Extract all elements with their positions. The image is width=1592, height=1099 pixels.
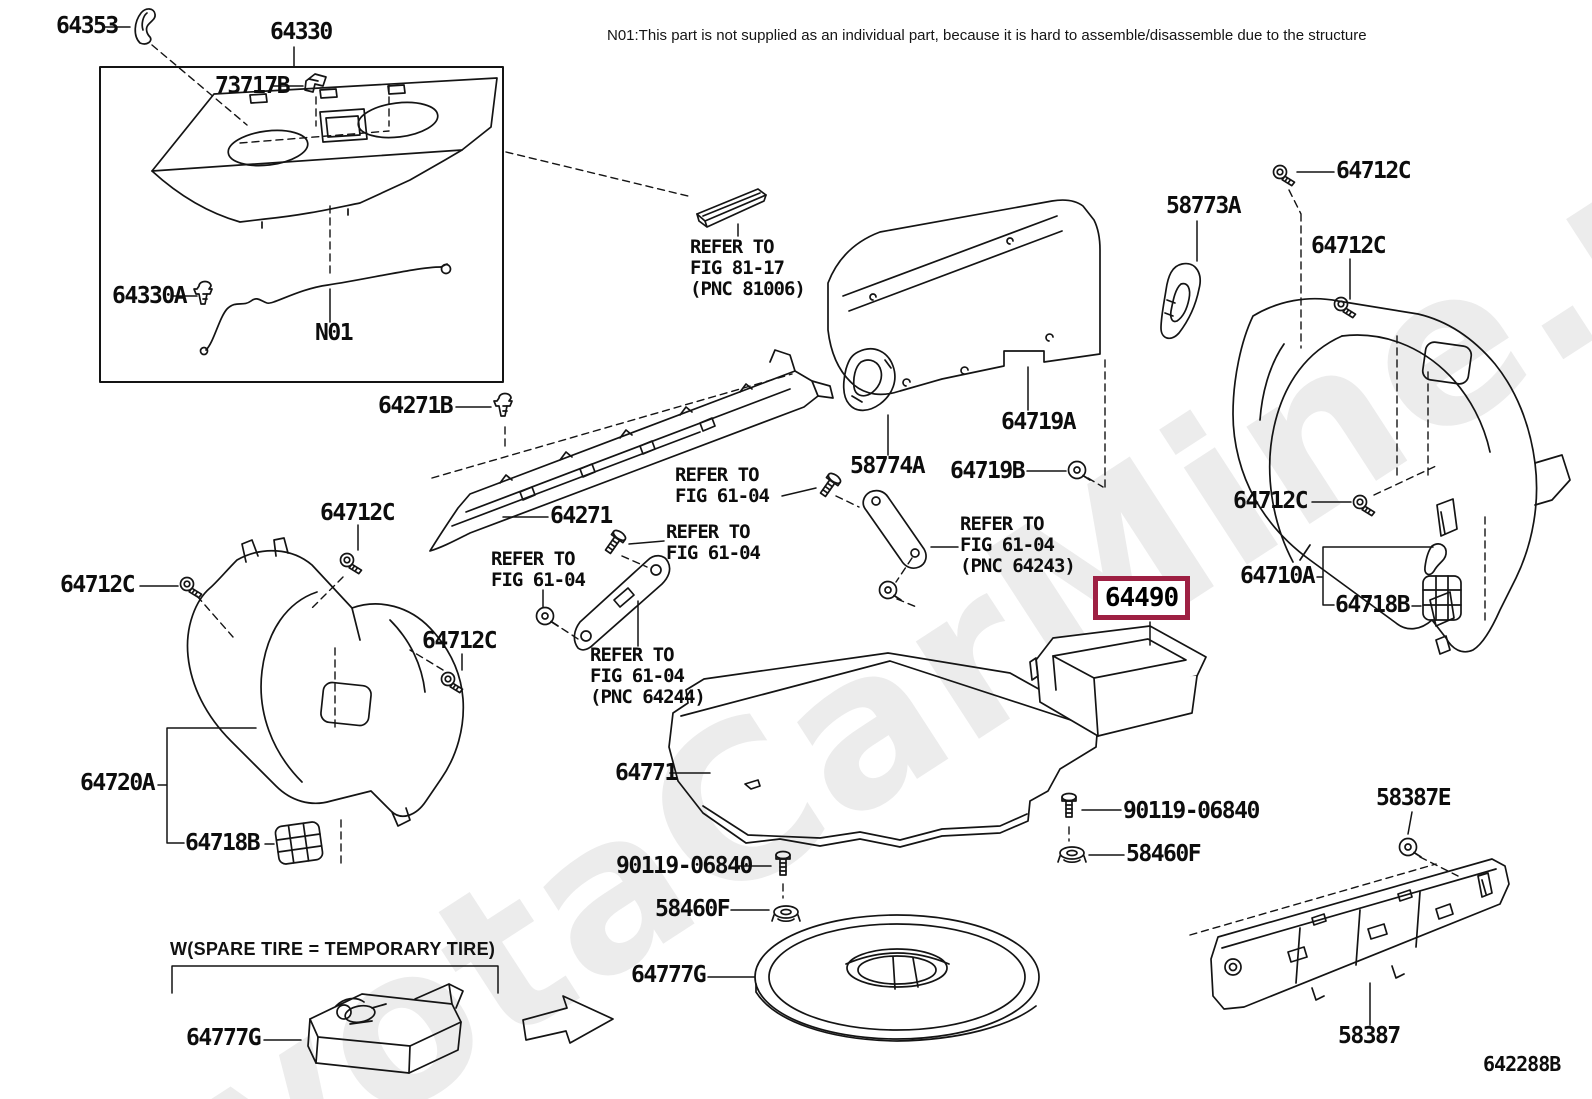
refer-line: REFER TO [690, 236, 775, 258]
part-64710A-drawing [1232, 297, 1571, 655]
refer-line: REFER TO [666, 521, 751, 543]
leader-lines [102, 26, 1434, 1041]
drawing-code: 642288B [1483, 1052, 1561, 1076]
part-58774A-drawing [842, 347, 896, 412]
part-label-64712C-left3: 64712C [422, 628, 498, 654]
part-label-64720A: 64720A [80, 770, 156, 796]
dashed-lines [151, 44, 1486, 936]
part-label-64719B: 64719B [950, 458, 1026, 484]
part-label-58774A: 58774A [850, 453, 926, 479]
part-64490-drawing [1029, 625, 1207, 737]
refer-note-fig61-04-top: REFER TO FIG 61-04 [675, 464, 770, 507]
part-64720A-drawing [186, 537, 465, 827]
spare-tire-note: W(SPARE TIRE = TEMPORARY TIRE) [170, 939, 496, 959]
refer-line: FIG 61-04 [675, 485, 770, 507]
part-label-64718B-right: 64718B [1335, 592, 1411, 618]
fastener-icons [179, 164, 1462, 923]
part-pnc64243-drawing [862, 489, 927, 570]
part-label-58387E: 58387E [1376, 785, 1452, 811]
part-label-58387: 58387 [1338, 1023, 1401, 1049]
refer-line: (PNC 81006) [690, 278, 806, 300]
refer-line: REFER TO [960, 513, 1045, 535]
part-58773A-drawing [1160, 262, 1201, 340]
refer-line: REFER TO [590, 644, 675, 666]
refer-line: (PNC 64243) [960, 555, 1076, 577]
part-spare-tire-drawing [754, 914, 1040, 1042]
part-label-73717B: 73717B [215, 73, 291, 99]
part-label-64771: 64771 [615, 760, 678, 786]
part-label-64712C-right2: 64712C [1311, 233, 1387, 259]
refer-line: FIG 61-04 [666, 542, 761, 564]
part-label-64777G-left: 64777G [186, 1025, 262, 1051]
supply-note: N01:This part is not supplied as an indi… [607, 27, 1367, 44]
refer-note-fig61-04-pnc64244: REFER TO FIG 61-04 (PNC 64244) [590, 644, 706, 708]
part-fig81-17-drawing [696, 188, 767, 228]
part-label-64718B-left: 64718B [185, 830, 261, 856]
refer-line: REFER TO [491, 548, 576, 570]
refer-note-fig61-04-pnc64243: REFER TO FIG 61-04 (PNC 64243) [960, 513, 1076, 577]
part-pnc64244-drawing [573, 554, 671, 651]
part-label-64353: 64353 [56, 13, 119, 39]
part-64777G-drawing [307, 983, 464, 1074]
part-label-64712C-right3: 64712C [1233, 488, 1309, 514]
part-label-64271: 64271 [550, 503, 613, 529]
part-label-64330A: 64330A [112, 283, 188, 309]
part-64353-drawing [134, 8, 156, 45]
refer-line: FIG 81-17 [690, 257, 785, 279]
part-58387-drawing [1210, 858, 1510, 1010]
refer-line: FIG 61-04 [590, 665, 685, 687]
part-64330-drawing [151, 77, 498, 229]
part-64271-drawing [429, 349, 834, 552]
part-label-58460F-right: 58460F [1126, 841, 1202, 867]
part-N01-drawing [199, 263, 452, 356]
refer-line: FIG 61-04 [491, 569, 586, 591]
part-64771-drawing [668, 652, 1099, 848]
part-64719A-drawing [827, 199, 1101, 396]
refer-line: FIG 61-04 [960, 534, 1055, 556]
refer-line: (PNC 64244) [590, 686, 706, 708]
part-label-58460F-left: 58460F [655, 896, 731, 922]
arrow-icon [522, 995, 614, 1044]
part-label-90119-06840-left: 90119-06840 [616, 853, 753, 879]
part-73717B-drawing [304, 73, 327, 93]
part-label-N01: N01 [315, 320, 354, 346]
part-label-64271B: 64271B [378, 393, 454, 419]
part-label-64777G-center: 64777G [631, 962, 707, 988]
part-label-64330: 64330 [270, 19, 333, 45]
part-label-64490-highlighted: 64490 [1093, 576, 1190, 620]
part-label-58773A: 58773A [1166, 193, 1242, 219]
part-label-64710A: 64710A [1240, 563, 1316, 589]
inset-box [99, 66, 504, 383]
refer-note-fig61-04-left: REFER TO FIG 61-04 [491, 548, 586, 591]
part-label-90119-06840-right: 90119-06840 [1123, 798, 1260, 824]
refer-line: REFER TO [675, 464, 760, 486]
refer-note-fig61-04-mid: REFER TO FIG 61-04 [666, 521, 761, 564]
part-label-64712C-left2: 64712C [60, 572, 136, 598]
part-label-64712C-left1: 64712C [320, 500, 396, 526]
part-label-64719A: 64719A [1001, 409, 1077, 435]
part-label-64712C-right1: 64712C [1336, 158, 1412, 184]
refer-note-fig81-17: REFER TO FIG 81-17 (PNC 81006) [690, 236, 806, 300]
